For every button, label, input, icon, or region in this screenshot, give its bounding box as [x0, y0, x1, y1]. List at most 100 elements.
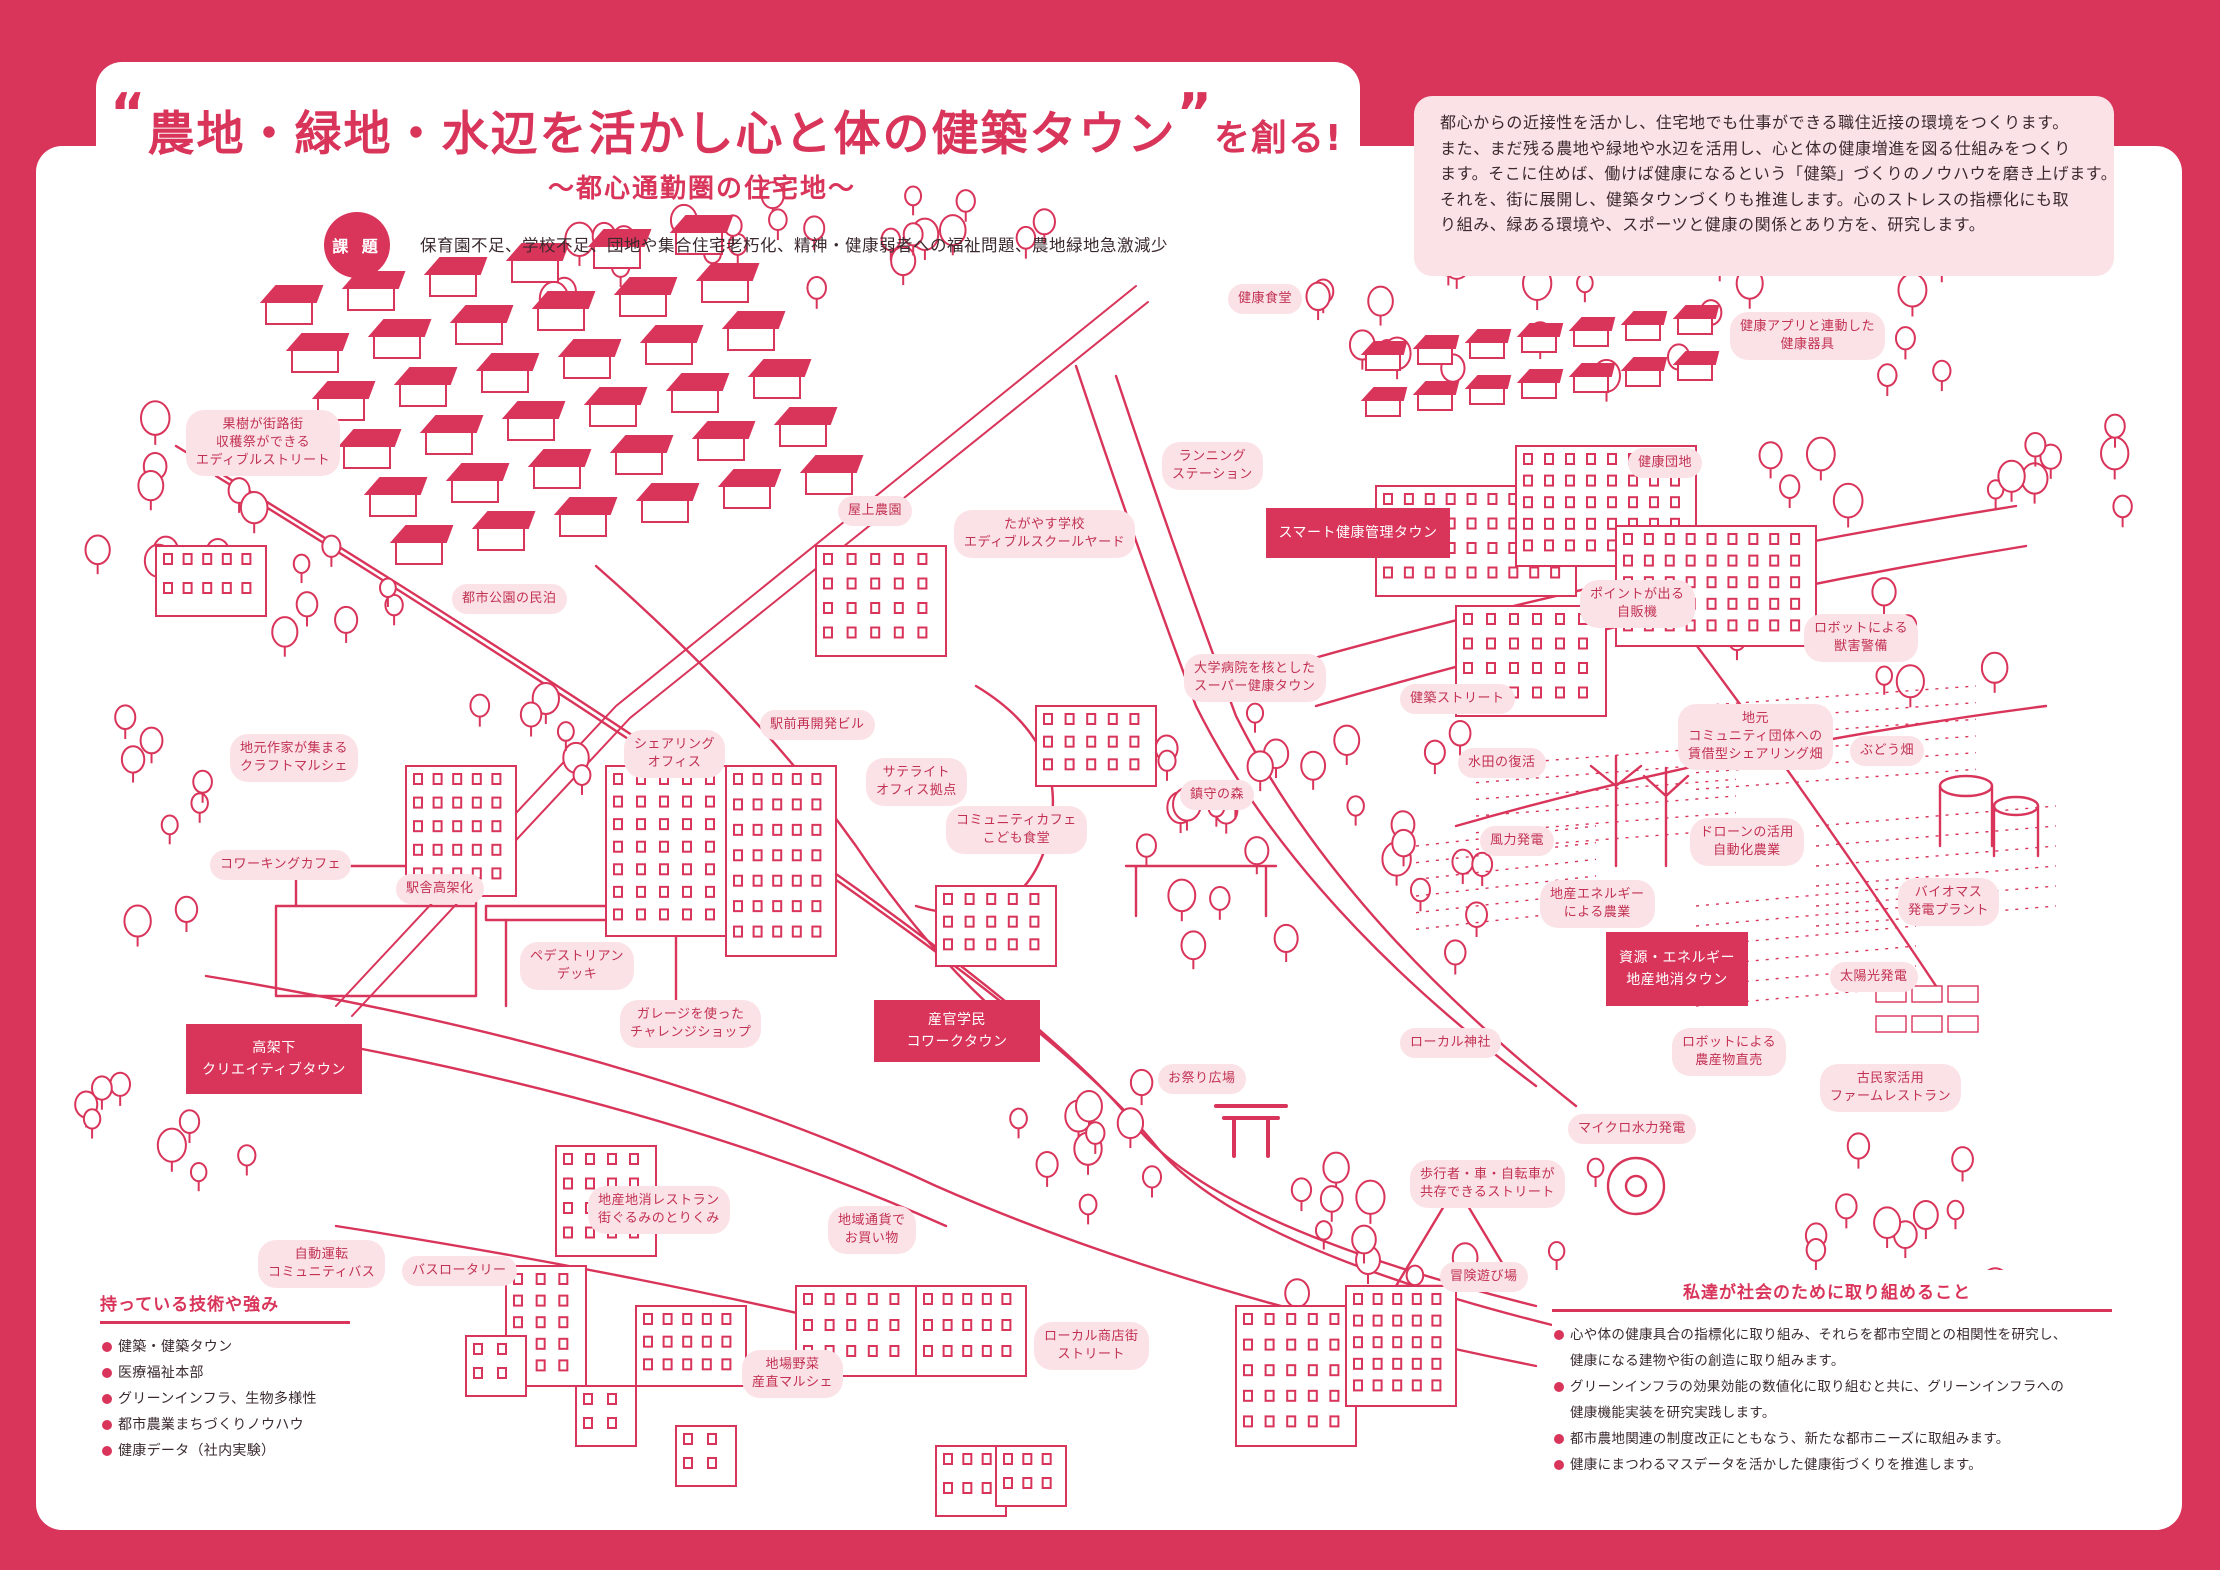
map-label-local-shrine: ローカル神社 — [1400, 1028, 1502, 1058]
house-body — [641, 497, 689, 523]
field-row — [1695, 718, 1977, 741]
building-window — [1706, 554, 1717, 567]
building-window — [811, 823, 822, 836]
building-window — [1431, 1336, 1442, 1349]
map-label-paddy-revival: 水田の復活 — [1458, 748, 1546, 778]
tree-icon — [1290, 1177, 1313, 1203]
building-window — [1466, 566, 1477, 579]
field-row — [1695, 945, 1917, 967]
building-window — [643, 1313, 653, 1325]
building-window — [1286, 1338, 1297, 1351]
house-body — [675, 229, 723, 255]
building-window — [1383, 493, 1393, 505]
building-window — [535, 1294, 546, 1307]
house-roof — [587, 229, 652, 247]
house-body — [593, 243, 641, 269]
building-window — [733, 773, 743, 785]
building-window — [163, 582, 173, 594]
page-subtitle: 〜都心通勤圏の住宅地〜 — [548, 174, 857, 204]
building-window — [701, 1335, 712, 1348]
building-window — [471, 773, 482, 785]
building-window — [1643, 533, 1654, 545]
map-label-grape-field: ぶどう畑 — [1850, 736, 1925, 766]
building-window — [752, 849, 763, 862]
tree-icon — [160, 814, 179, 836]
building-window — [889, 1345, 900, 1357]
building-window — [1353, 1314, 1363, 1327]
tree-icon — [1873, 1206, 1902, 1240]
building-window — [1586, 517, 1596, 530]
building-window — [182, 553, 193, 565]
building-window — [1790, 619, 1801, 632]
house-roof — [1620, 311, 1668, 325]
building-window — [1790, 533, 1801, 545]
field-row — [1695, 701, 1977, 724]
building-window — [221, 582, 232, 594]
tree-icon — [768, 208, 788, 232]
tree-icon — [123, 904, 152, 938]
building-outline — [575, 1385, 637, 1447]
building-window — [1670, 496, 1680, 509]
building-window — [682, 1313, 693, 1325]
building-window — [1532, 637, 1542, 650]
building-window — [1487, 493, 1498, 505]
building-window — [791, 900, 802, 913]
zone-box-industry-academia: 産官学民 コワークタウン — [874, 1000, 1040, 1062]
map-label-pedestrian-deck: ペデストリアン デッキ — [520, 942, 634, 990]
building-window — [1243, 1338, 1253, 1351]
building-window — [1001, 1293, 1012, 1305]
field-row — [1815, 865, 2057, 887]
building-window — [1431, 1314, 1442, 1327]
building-window — [893, 577, 904, 590]
building-window — [1022, 1477, 1033, 1489]
building-window — [1649, 496, 1659, 509]
building-window — [923, 1345, 933, 1357]
building-window — [733, 798, 743, 811]
building-window — [981, 1293, 992, 1305]
building-window — [1529, 566, 1540, 579]
house-roof — [367, 319, 432, 337]
building-window — [1466, 542, 1477, 554]
tree-icon — [880, 227, 902, 252]
building-window — [1086, 735, 1097, 748]
building-window — [721, 1335, 732, 1348]
building-window — [413, 796, 423, 809]
solar-panel — [1947, 985, 1979, 1003]
field-row — [1475, 811, 1737, 834]
building-window — [241, 553, 252, 565]
map-label-satellite-office: サテライト オフィス拠点 — [866, 758, 967, 806]
building-window — [811, 849, 822, 862]
tree-icon — [1997, 459, 2026, 493]
house-body — [373, 333, 421, 359]
building-window — [791, 798, 802, 811]
field-row — [1695, 751, 1977, 774]
building-window — [986, 915, 997, 928]
map-label-adventure-playground: 冒険遊び場 — [1440, 1262, 1528, 1292]
house-body — [615, 449, 663, 475]
house-roof — [1516, 369, 1564, 383]
zone-box-smart-health: スマート健康管理タウン — [1266, 508, 1450, 558]
building-window — [811, 900, 822, 913]
building-window — [1466, 493, 1477, 505]
building-window — [1544, 474, 1554, 487]
building-window — [682, 863, 692, 876]
building-window — [942, 1345, 953, 1357]
tree-icon — [1877, 363, 1898, 387]
building-window — [811, 925, 822, 938]
tree-icon — [1980, 651, 2009, 684]
map-label-garage-challenge: ガレージを使った チャレンジショップ — [620, 1000, 762, 1048]
house-body — [697, 435, 745, 461]
tree-icon — [938, 214, 967, 247]
building-window — [1043, 758, 1053, 771]
building-window — [867, 1293, 878, 1305]
tree-icon — [1897, 272, 1928, 308]
building-window — [413, 843, 423, 856]
tree-icon — [904, 185, 923, 207]
building-window — [1565, 453, 1575, 465]
page-title: “農地・緑地・水辺を活かし心と体の健築タウン”を創る! — [110, 82, 1350, 164]
house-roof — [475, 353, 540, 371]
house-body — [429, 271, 477, 297]
commitment-item: 心や体の健康具合の指標化に取り組み、それらを都市空間との相関性を研究し、 健康に… — [1552, 1322, 2112, 1374]
field-row — [1475, 761, 1737, 784]
house-roof — [609, 435, 674, 453]
